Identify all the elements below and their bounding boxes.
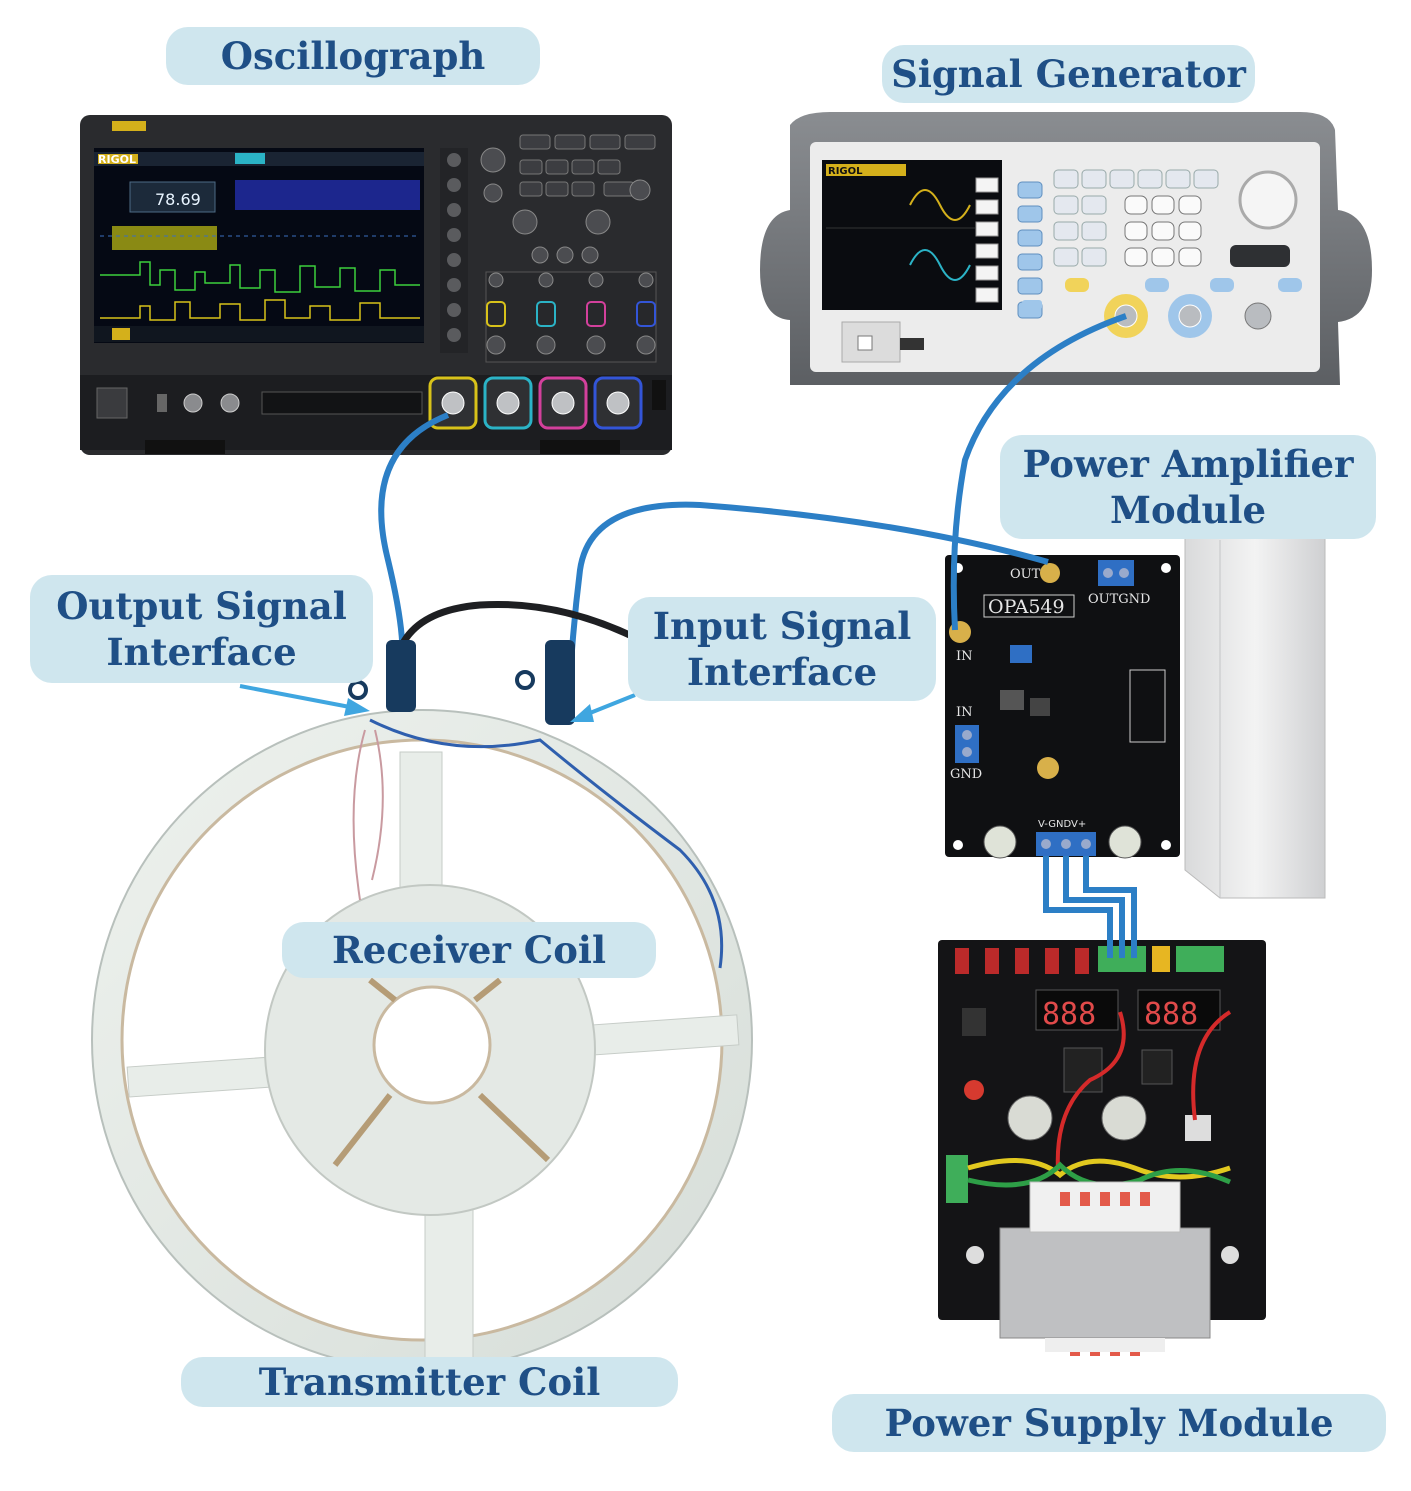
label-input-signal-interface: Input Signal Interface (628, 597, 936, 701)
power-supply-board (938, 940, 1266, 1320)
signal-generator-knob (1238, 170, 1298, 230)
label-power-supply-module: Power Supply Module (832, 1394, 1386, 1452)
coil-lead-wire (369, 718, 724, 969)
amp-outgnd-text: OUTGND (1088, 592, 1150, 607)
amp-out-connector (1040, 563, 1060, 583)
label-oscillograph: Oscillograph (166, 27, 540, 85)
osc-readout-text: 78.69 (155, 190, 201, 209)
pointer-arrows (239, 684, 636, 722)
label-receiver-coil: Receiver Coil (282, 922, 656, 978)
label-signal-generator: Signal Generator (882, 45, 1255, 103)
ps-terminal-right (1176, 946, 1224, 972)
amp-gnd-text: GND (950, 767, 982, 782)
amp-out-text: OUT (1010, 567, 1041, 582)
interface-connectors (348, 640, 575, 725)
heatsink (1184, 537, 1326, 899)
ps-display-left-text: 888 (1042, 997, 1096, 1032)
amp-chip-text: OPA549 (988, 596, 1065, 618)
amp-supply-text: V-GNDV+ (1038, 819, 1086, 830)
amplifier-board (945, 555, 1180, 857)
cable-sg-to-amp-in (950, 313, 1127, 631)
ps-display-left-frame (1035, 989, 1119, 1031)
sg-brand-text: RIGOL (828, 166, 863, 177)
oscilloscope-trace-green (100, 261, 420, 293)
amp-in-text: IN (956, 649, 973, 664)
cables (352, 313, 1137, 969)
amp-in2-text: IN (956, 705, 973, 720)
label-power-amplifier-module: Power Amplifier Module (1000, 435, 1376, 539)
label-output-signal-interface: Output Signal Interface (30, 575, 373, 683)
signal-generator-screen (822, 160, 1002, 310)
power-amplifier-module (945, 537, 1326, 899)
label-transmitter-coil: Transmitter Coil (181, 1357, 678, 1407)
oscilloscope-trace-yellow (100, 299, 420, 321)
ps-display-right-text: 888 (1144, 997, 1198, 1032)
power-supply-module (938, 940, 1266, 1356)
signal-generator (760, 112, 1372, 385)
device-printed-text: RIGOL 78.69 RIGOL OPA549 OUT OUTGND IN I… (98, 153, 1198, 1032)
cable-amp-to-input-interface (569, 501, 1049, 651)
oscilloscope-logo-badge (112, 121, 146, 131)
ps-display-right-frame (1137, 989, 1221, 1031)
osc-brand-text: RIGOL (98, 153, 136, 166)
cable-osc-to-output-interface (378, 412, 450, 641)
oscilloscope (80, 115, 672, 455)
transformer (999, 1227, 1211, 1339)
cable-supply-lines (1043, 856, 1137, 958)
